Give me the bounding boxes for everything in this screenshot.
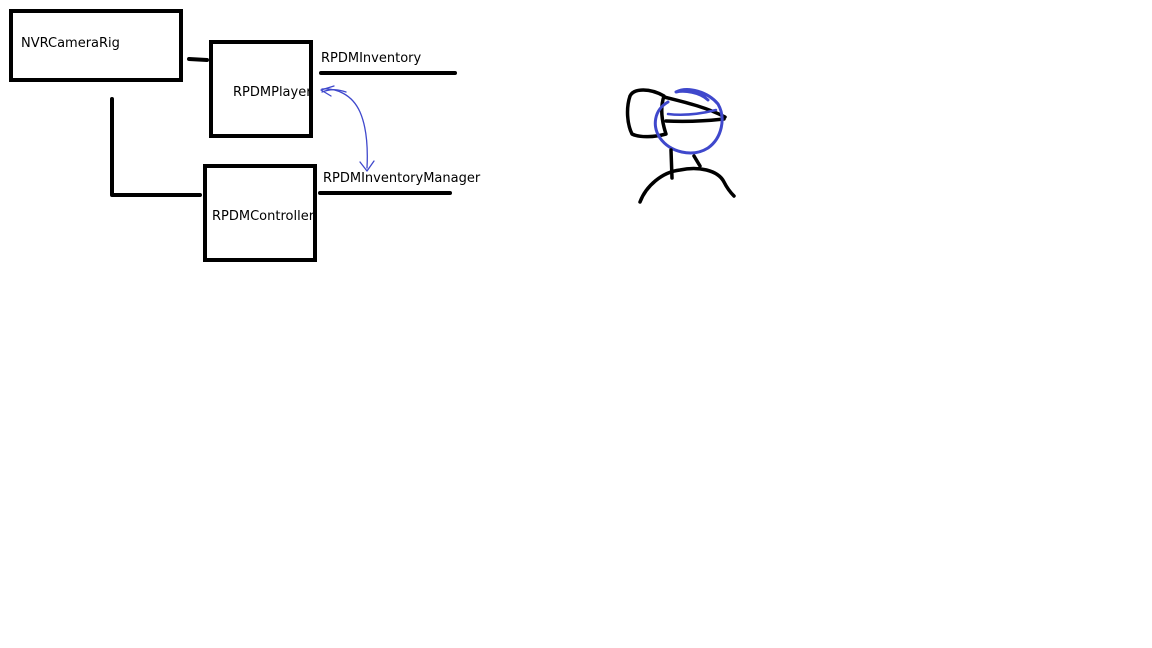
camera-rig-label: NVRCameraRig — [21, 36, 120, 51]
player-inventory-manager-arrow — [320, 85, 375, 172]
inventory-manager-label: RPDMInventoryManager — [323, 171, 481, 186]
rig-to-controller-connector — [110, 97, 202, 197]
inventory-label: RPDMInventory — [321, 51, 422, 66]
vr-headset-figure-sketch-icon — [625, 88, 736, 204]
camera-rig-node: NVRCameraRig — [9, 9, 183, 82]
player-label: RPDMPlayer — [233, 85, 312, 100]
controller-node: RPDMController — [203, 164, 317, 262]
controller-label: RPDMController — [212, 209, 315, 224]
rig-to-player-connector — [187, 57, 209, 62]
player-node: RPDMPlayer — [209, 40, 313, 138]
